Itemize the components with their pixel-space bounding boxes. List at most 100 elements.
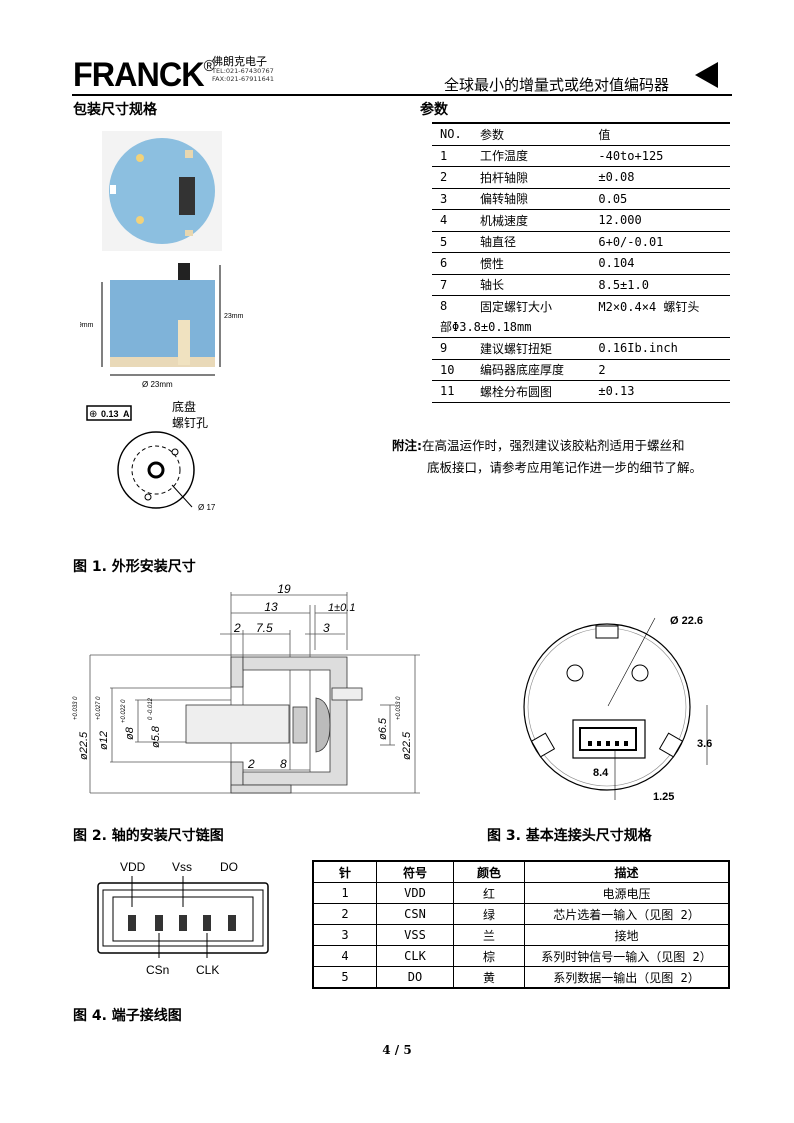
col-header: 针 [312,860,377,883]
connector [178,263,190,280]
cell: 9 [432,337,470,360]
inner-outline [527,627,687,787]
cell: 5 [432,231,470,253]
dim-2b: 2 [247,757,255,771]
page-number: 4 / 5 [382,1043,412,1057]
leader [171,484,193,508]
cell: 惯性 [470,252,591,275]
cell: 螺栓分布圆图 [470,380,591,403]
col-header: 颜色 [453,860,525,883]
col-header: 符号 [376,860,454,883]
cell: 偏转轴隙 [470,188,591,210]
clip [110,185,116,194]
dim-dia5-8: ø5.8 [150,725,162,748]
package-figure: 19mm 23mm Ø 23mm ⊕ 0.13 A 底盘 螺钉孔 Ø 17 [80,131,244,512]
section-title-package: 包装尺寸规格 [73,102,157,118]
tol: 0 -0.012 [148,697,154,720]
cell: 编码器底座厚度 [470,359,591,381]
label-vss: Vss [172,860,192,874]
cell: 11 [432,380,470,403]
label-clk: CLK [196,963,219,977]
connector-dimension-drawing: Ø 22.6 3.6 8.4 1.25 [523,615,712,803]
dim-19: 19 [277,582,291,596]
bolt-circle [131,445,181,495]
position-icon: ⊕ [89,409,97,420]
connector-socket [579,727,637,751]
label-do: DO [220,860,238,874]
connector-socket [179,177,195,215]
label-vdd: VDD [120,860,146,874]
cell: ±0.08 [590,166,730,189]
dim-23mm: 23mm [224,313,244,320]
dim-8-4: 8.4 [593,767,609,779]
cell: 4 [432,209,470,232]
base-outline [117,431,195,509]
cell: ±0.13 [590,380,730,403]
label-screw-hole: 螺钉孔 [172,416,208,430]
cell: 系列数据一输出（见图 2） [524,966,730,989]
table-header-row: NO.参数值 [432,122,730,146]
cell: 6+0/-0.01 [590,231,730,253]
clip [530,732,556,758]
dim-dia12: ø12 [98,731,110,750]
cell: 6 [432,252,470,275]
tol: +0.027 0 [96,696,102,720]
connector-body [572,719,646,759]
figure-2-caption: 图 2. 轴的安装尺寸链图 [73,828,224,844]
screw-hole [171,448,179,456]
cell: 12.000 [590,209,730,232]
cell: 绿 [453,903,525,925]
cell: 2 [432,166,470,189]
cell: 固定螺钉大小 [480,299,553,314]
cell: 0.104 [590,252,730,275]
cell: 接地 [524,924,730,946]
dim-dia22-6: Ø 22.6 [670,615,703,627]
cell: 拍杆轴隙 [470,166,591,189]
note: 附注:在高温运作时，强烈建议该胶粘剂适用于螺丝和 底板接口，请参考应用笔记作进一… [392,435,702,479]
tol: +0.033 0 [396,696,402,720]
dim-3: 3 [323,621,330,635]
cell: 工作温度 [470,145,591,167]
dim-3-6: 3.6 [697,738,712,750]
col-header: 参数 [470,122,591,146]
hole [631,664,649,682]
datum-label: A [123,409,130,419]
label-base: 底盘 [172,399,196,414]
dim-19mm: 19mm [80,322,94,329]
dim-1-25: 1.25 [653,791,674,803]
cell: 4 [312,945,377,967]
section-title-params: 参数 [420,102,448,118]
tol: +0.022 0 [121,699,127,723]
cell: 机械速度 [470,209,591,232]
cell: 2 [312,903,377,925]
dim-dia17: Ø 17 [198,503,216,512]
table-row-continuation: 部Φ3.8±0.18mm [432,316,730,338]
col-header: 值 [590,122,730,146]
cell: CLK [376,945,454,967]
tolerance-value: 0.13 [101,409,119,419]
dim-dia6-5: ø6.5 [377,717,389,740]
cell: 5 [312,966,377,989]
clip [595,625,619,639]
col-header: NO. [432,122,470,146]
cell: 电源电压 [524,882,730,904]
tol: +0.033 0 [73,696,79,720]
dim-13: 13 [264,600,278,614]
col-header: 描述 [524,860,730,883]
clip [658,732,684,758]
tolerance-frame [86,405,132,421]
table-header-row: 针符号颜色描述 [312,860,730,883]
